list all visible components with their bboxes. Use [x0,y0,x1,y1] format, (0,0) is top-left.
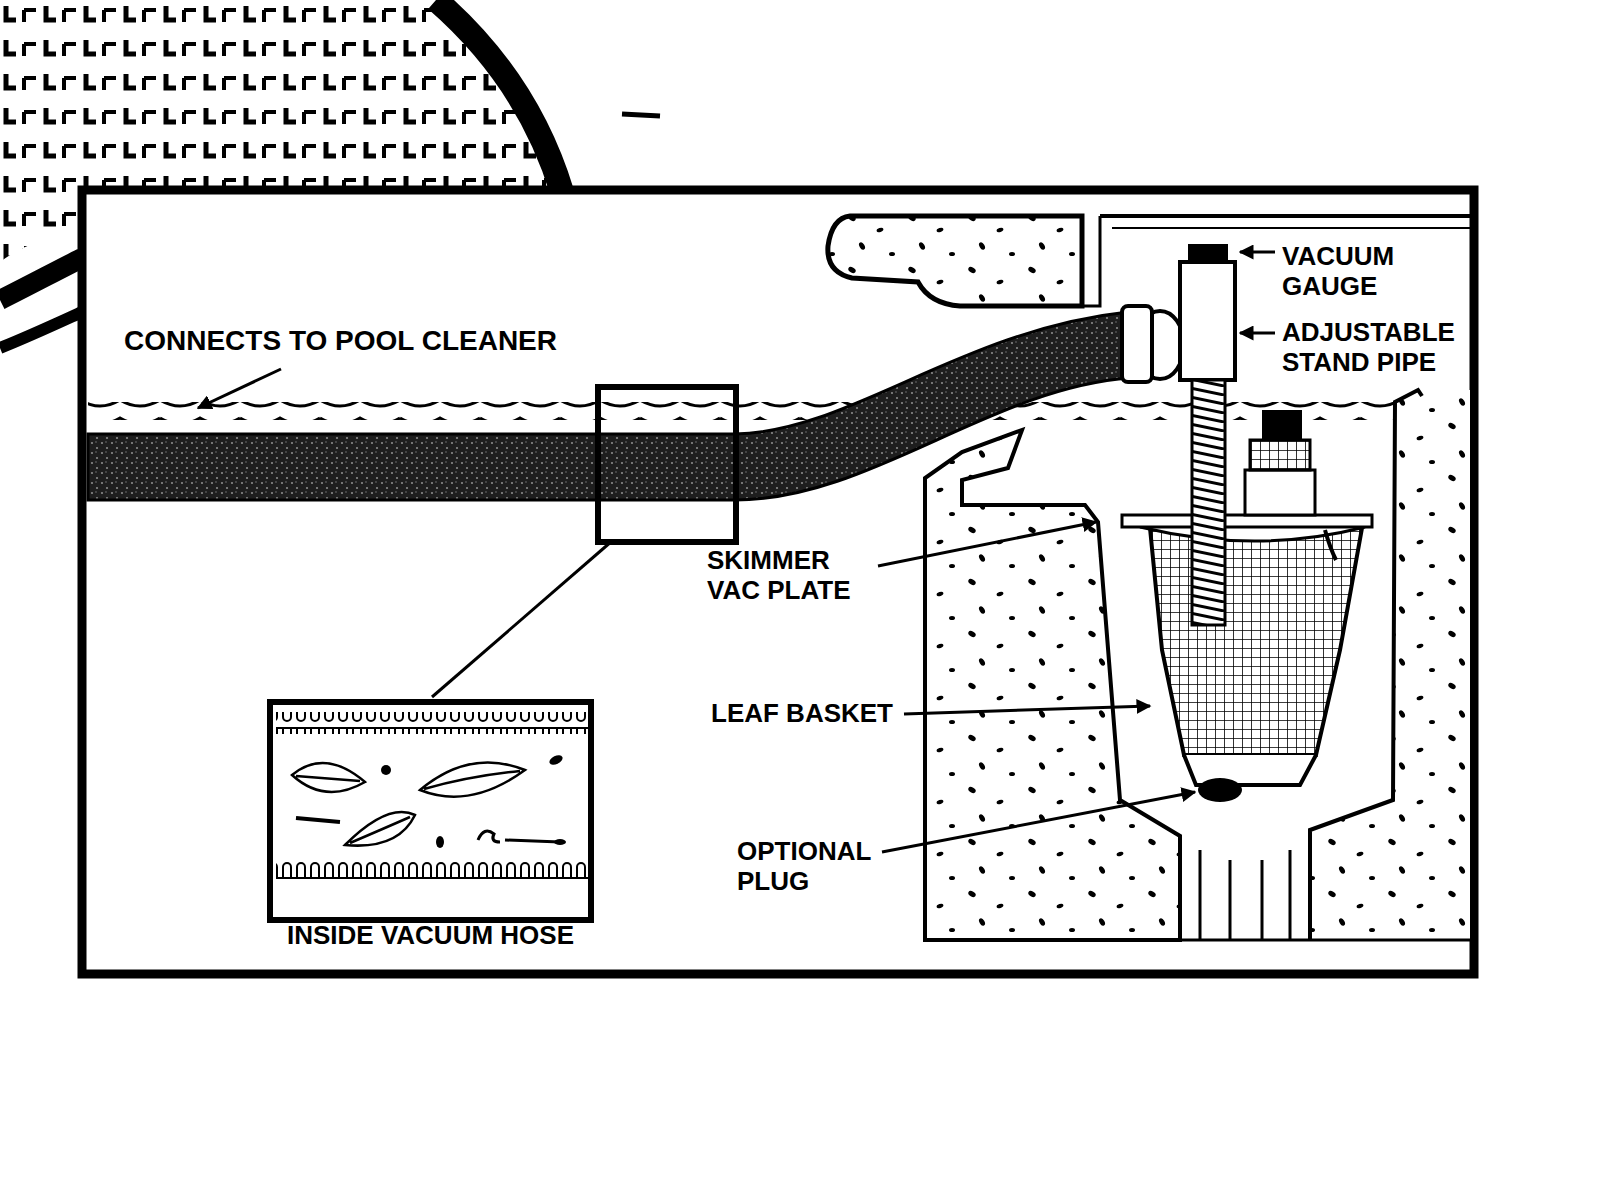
hose-ridge [276,712,588,734]
leader-line [1240,332,1275,335]
deck-line [1082,216,1100,306]
leader-line [878,522,1096,566]
magnifier-box [598,387,736,542]
debris [381,765,391,775]
leader-line [1240,251,1275,254]
leaf [292,763,365,792]
leader-line [198,369,281,408]
threaded-pipe [1192,380,1225,625]
debris [505,840,560,842]
basket-base [1184,755,1316,785]
vacuum-gauge [1188,244,1228,264]
suction-pipe [1230,860,1262,940]
debris [478,831,500,842]
inset-box: INSIDE VACUUM HOSE [267,699,594,923]
cleaner-mark [622,114,660,116]
leaf [420,762,525,796]
debris [548,753,564,766]
hose-ridge [276,862,588,884]
magnifier-leader [432,541,612,697]
valve [1325,530,1336,560]
valve [1250,440,1310,470]
leaf [345,812,415,846]
pool-wall [925,430,1180,940]
stand-pipe [1180,262,1235,380]
cleaner-outline [436,0,562,192]
part-label: CONNECTS TO POOL CLEANER [124,325,557,357]
part-label: SKIMMER VAC PLATE [707,546,872,606]
cleaner-hose [0,258,82,300]
suction-pipe [1200,850,1290,940]
valve [1262,410,1302,440]
caption-text: INSIDE VACUUM HOSE [243,921,618,951]
debris [296,818,340,822]
part-label: OPTIONAL PLUG [737,837,902,897]
debris [554,839,566,845]
plug [1198,778,1242,802]
deck-coping [828,216,1082,306]
valve [1245,470,1315,515]
leader-line [882,792,1195,852]
section-line [925,939,1470,942]
vac-plate [1122,515,1372,527]
cleaner-hose [0,312,82,348]
diagram-frame [82,190,1474,974]
part-label: ADJUSTABLE STAND PIPE [1282,318,1467,378]
hose-cuff [1122,306,1152,382]
leaf-basket [1150,528,1362,755]
deck-line [1100,214,1470,218]
deck-line [1112,227,1470,229]
vac-plate [1140,527,1365,541]
part-label: LEAF BASKET [711,699,893,729]
leader-line [904,706,1150,714]
part-label: VACUUM GAUGE [1282,242,1467,302]
debris [436,836,444,848]
